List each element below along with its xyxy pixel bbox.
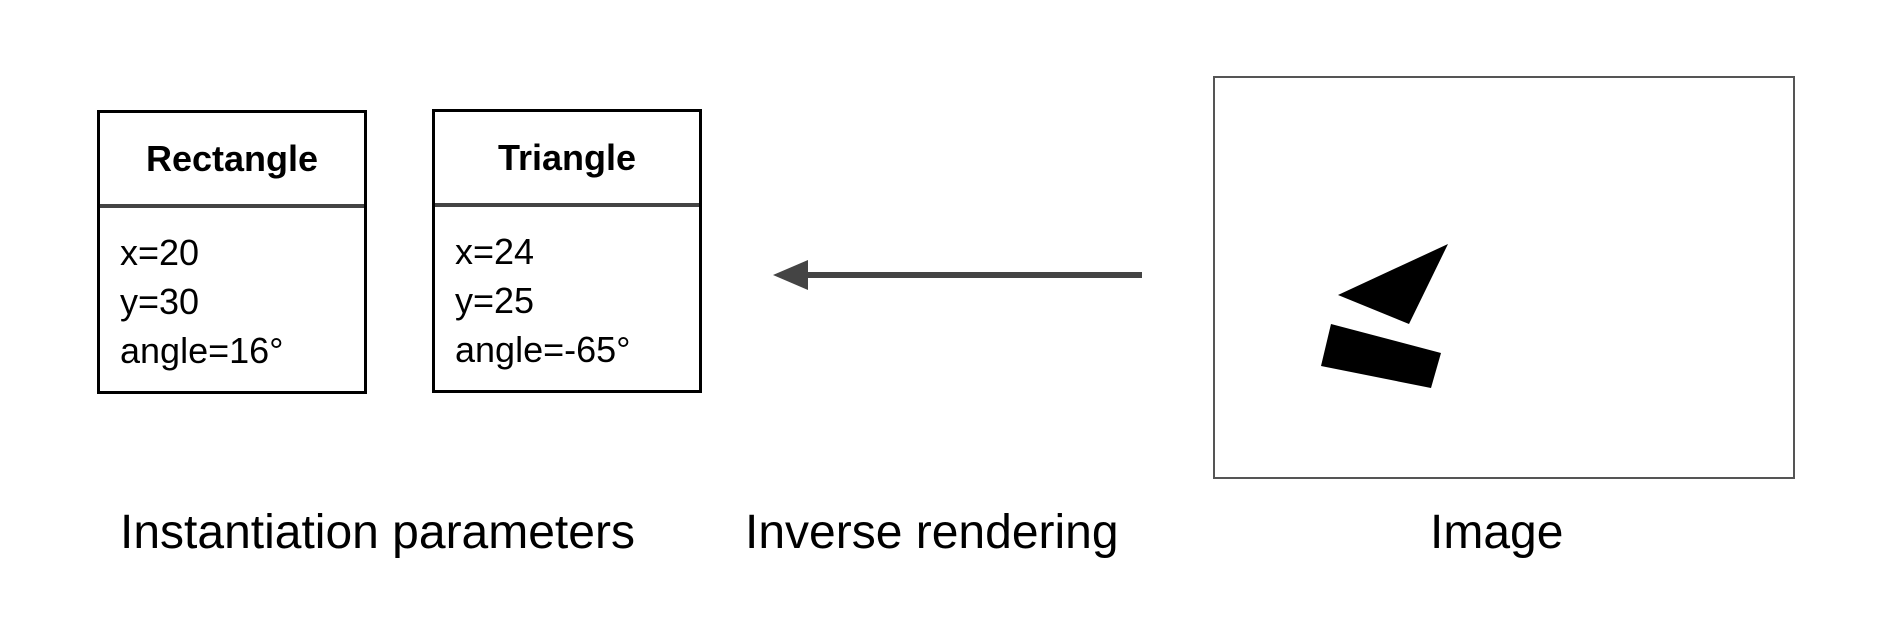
rectangle-box-params: x=20 y=30 angle=16°: [100, 208, 364, 375]
rectangle-y-param: y=30: [120, 281, 200, 322]
rendered-image: [1321, 244, 1448, 388]
triangle-angle-param: angle=-65°: [455, 329, 631, 370]
triangle-param-box: Triangle x=24 y=25 angle=-65°: [432, 109, 702, 393]
arrow-head: [773, 260, 808, 290]
left-arrow-icon: [773, 260, 1142, 290]
triangle-box-params: x=24 y=25 angle=-65°: [435, 207, 699, 374]
rectangle-box-title: Rectangle: [100, 113, 364, 208]
triangle-box-title: Triangle: [435, 112, 699, 207]
rectangle-param-box: Rectangle x=20 y=30 angle=16°: [97, 110, 367, 394]
triangle-x-param: x=24: [455, 231, 535, 272]
triangle-y-param: y=25: [455, 280, 535, 321]
inverse-rendering-caption: Inverse rendering: [745, 506, 1119, 559]
rectangle-x-param: x=20: [120, 232, 200, 273]
rendered-rectangle: [1321, 324, 1441, 388]
instantiation-parameters-caption: Instantiation parameters: [120, 506, 635, 559]
rendered-image-frame: [1213, 76, 1795, 479]
rectangle-angle-param: angle=16°: [120, 330, 284, 371]
image-caption: Image: [1430, 506, 1564, 559]
rendered-triangle: [1338, 244, 1448, 324]
